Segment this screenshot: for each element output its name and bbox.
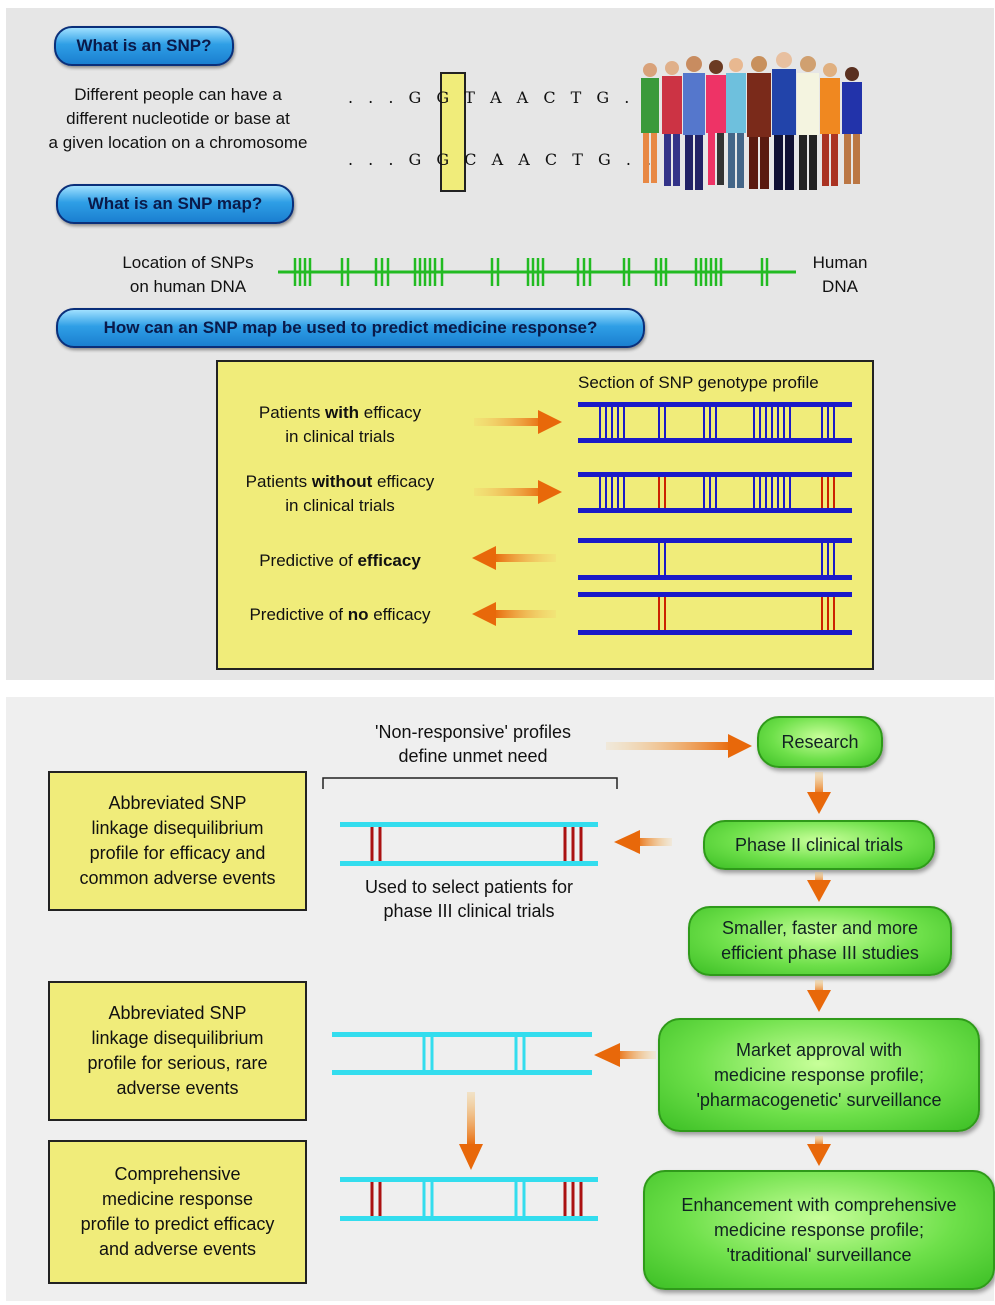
bracket xyxy=(322,777,618,789)
profile-phase2 xyxy=(340,822,598,866)
what-is-snp-pill: What is an SNP? xyxy=(54,26,234,66)
box-comprehensive: Comprehensive medicine response profile … xyxy=(48,1140,307,1284)
snp-definition: Different people can have a different nu… xyxy=(48,85,308,152)
profile-title: Section of SNP genotype profile xyxy=(578,373,819,392)
human-dna-label: Human DNA xyxy=(812,253,868,296)
arrow-right-1 xyxy=(474,410,562,434)
row-label-with-efficacy: Patients with efficacy in clinical trial… xyxy=(258,403,422,446)
predict-response-pill: How can an SNP map be used to predict me… xyxy=(56,308,645,348)
profile-market xyxy=(332,1032,592,1075)
arrow-right-2 xyxy=(474,480,562,504)
row-label-without-efficacy: Patients without efficacy in clinical tr… xyxy=(245,472,435,515)
arrow-market-to-enhancement xyxy=(807,1136,831,1166)
profile-graphics xyxy=(472,402,852,635)
market-approval-node: Market approval with medicine response p… xyxy=(658,1018,980,1132)
arrow-research-to-phase2 xyxy=(807,772,831,814)
profile-with-efficacy xyxy=(578,402,852,443)
sequence-2: . . . G G C A A C T G . . . xyxy=(348,150,677,169)
bottom-graphics xyxy=(322,734,831,1221)
profile-predictive-efficacy xyxy=(578,538,852,580)
enhancement-node: Enhancement with comprehensive medicine … xyxy=(643,1170,995,1290)
profile-predictive-no-efficacy xyxy=(578,592,852,635)
what-is-snp-map-pill: What is an SNP map? xyxy=(56,184,294,224)
arrow-phase2-to-profile xyxy=(614,830,672,854)
select-patients-label: Used to select patients for phase III cl… xyxy=(364,877,574,921)
map-label: Location of SNPs on human DNA xyxy=(122,253,254,296)
nonresponsive-label: 'Non-responsive' profiles define unmet n… xyxy=(375,722,571,766)
person-figures xyxy=(641,52,862,190)
row-label-predictive-efficacy: Predictive of efficacy xyxy=(259,551,421,570)
arrow-phase3-to-market xyxy=(807,980,831,1012)
snp-base-c: C xyxy=(464,150,482,169)
research-node: Research xyxy=(757,716,883,768)
people-illustration xyxy=(641,52,862,190)
row-label-predictive-no-efficacy: Predictive of no efficacy xyxy=(249,605,431,624)
arrow-market-to-profile xyxy=(594,1043,656,1067)
snp-highlight-box xyxy=(440,72,466,192)
phase2-node: Phase II clinical trials xyxy=(703,820,935,870)
phase3-node: Smaller, faster and more efficient phase… xyxy=(688,906,952,976)
snp-marks xyxy=(293,258,769,286)
arrow-left-1 xyxy=(472,546,556,570)
arrow-to-research xyxy=(606,734,752,758)
arrow-left-2 xyxy=(472,602,556,626)
profile-comprehensive xyxy=(340,1177,598,1221)
arrow-rare-to-comprehensive xyxy=(459,1092,483,1170)
snp-map-line xyxy=(278,258,796,286)
arrow-phase2-to-phase3 xyxy=(807,872,831,902)
box-abbreviated-efficacy: Abbreviated SNP linkage disequilibrium p… xyxy=(48,771,307,911)
box-abbreviated-rare: Abbreviated SNP linkage disequilibrium p… xyxy=(48,981,307,1121)
profile-box xyxy=(216,360,874,670)
profile-without-efficacy xyxy=(578,472,852,513)
sequence-1: . . . G G T A A C T G . . . xyxy=(348,88,675,107)
snp-base-t: T xyxy=(464,88,480,107)
